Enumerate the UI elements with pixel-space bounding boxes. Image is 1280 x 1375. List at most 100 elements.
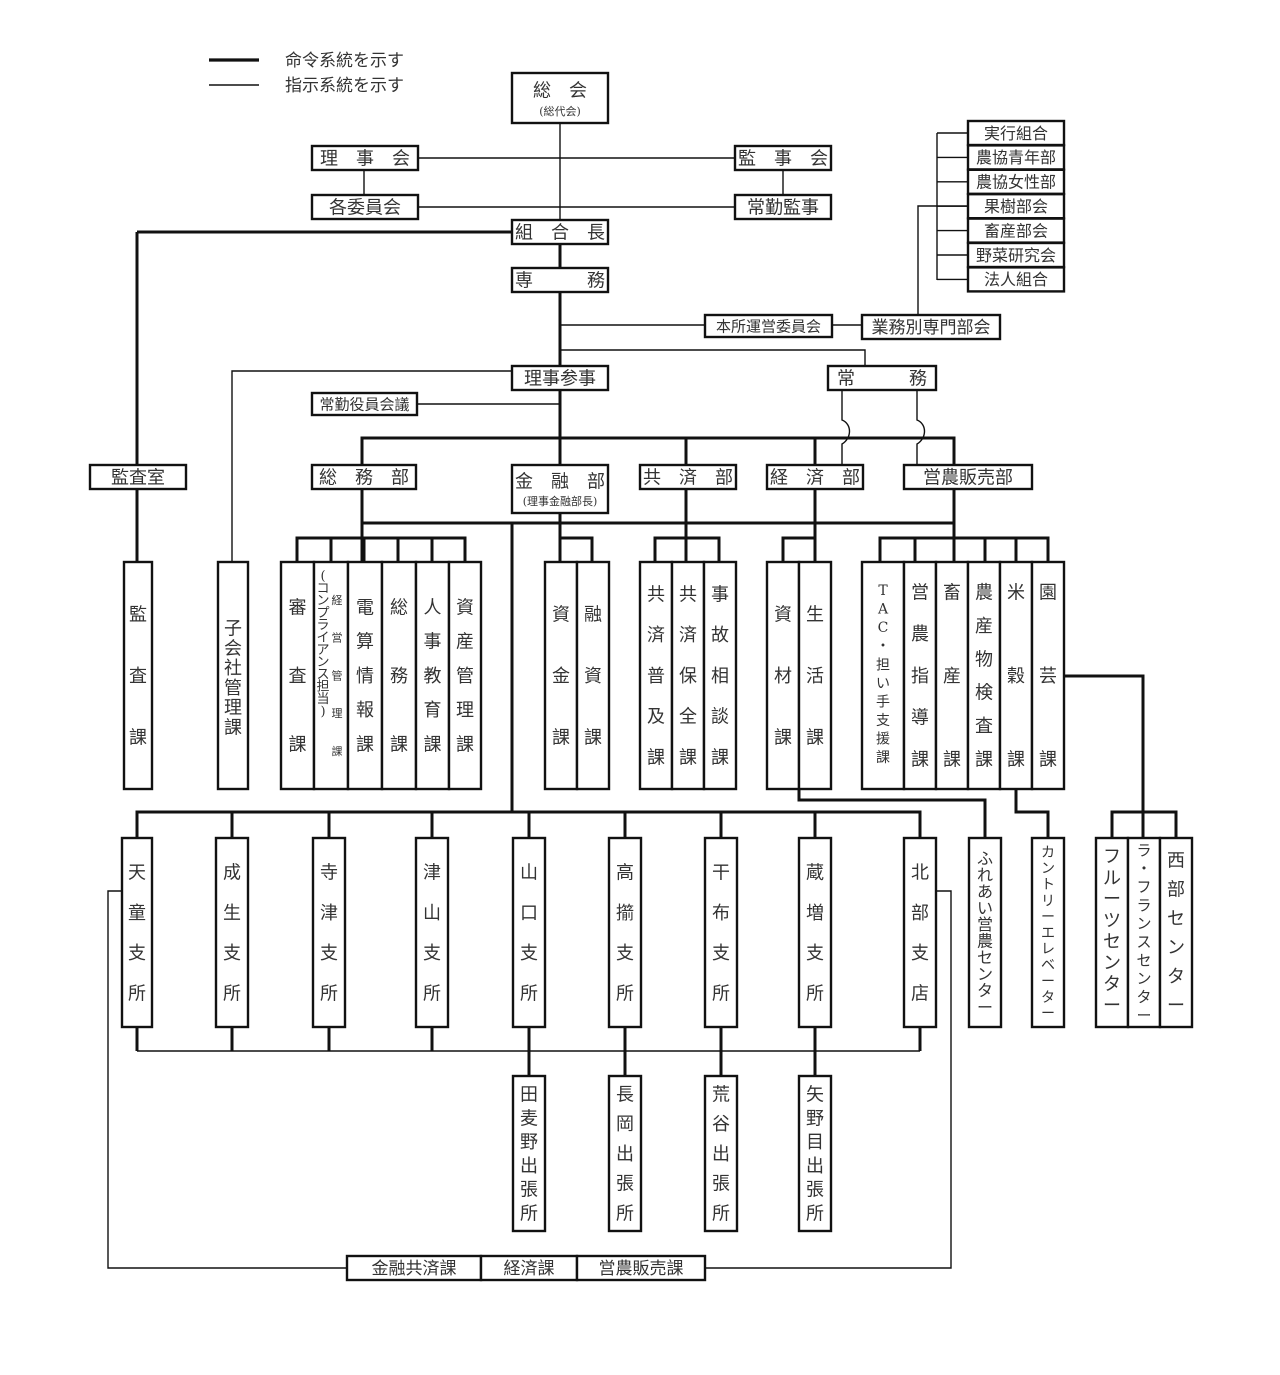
managing-farming-line: [916, 390, 926, 465]
branch-office: 成生支所: [214, 836, 250, 1029]
branch-section-box-label: 経済課: [504, 1259, 555, 1279]
branch-office-frame: [902, 836, 938, 1029]
section-general-affairs-frame: [414, 560, 451, 791]
branch-office: 蔵増支所: [797, 836, 833, 1029]
facility-fureai-label: ふれあい営農センター: [977, 849, 993, 1017]
sub-office: 荒谷出張所: [703, 1074, 739, 1233]
director-counselor-box: 理事参事: [510, 364, 610, 392]
branch-office-frame: [214, 836, 250, 1029]
committee-member-box: 法人組合: [966, 266, 1066, 293]
branch-office: 寺津支所: [311, 836, 347, 1029]
branch-office-label: 北部支店: [911, 862, 929, 1004]
ga-bracket: [295, 536, 467, 562]
subsidiary-link: [231, 370, 512, 562]
section-mutual-aid: 共済普及課: [638, 560, 674, 791]
branch-office-frame: [120, 836, 154, 1029]
sub-office: 矢野目出張所: [797, 1074, 833, 1233]
section-finance-label: 資金課: [552, 604, 570, 748]
section-farming-sales-label: 畜産課: [943, 582, 961, 770]
facility-fureai: ふれあい営農センター: [967, 836, 1003, 1029]
hq-operations-committee-box-label: 本所運営委員会: [716, 317, 821, 335]
general-meeting-box-sublabel: (総代会): [539, 104, 581, 118]
facility-fruit-center: フルーツセンター: [1094, 836, 1130, 1029]
section-subsidiary: 子会社管理課: [216, 560, 250, 791]
section-general-affairs: 経営管理課: [312, 560, 350, 791]
facility-fureai-frame: [967, 836, 1003, 1029]
committee-member-box: 農協青年部: [966, 144, 1066, 171]
business-committee-box-label: 業務別専門部会: [872, 318, 991, 338]
managing-director-box: 常 務: [826, 364, 938, 392]
sub-office-label: 田麦野出張所: [520, 1084, 538, 1224]
legend: 命令系統を示す 指示系統を示す: [209, 51, 404, 96]
committee-member-box: 野菜研究会: [966, 241, 1066, 269]
legend-instruction-text: 指示系統を示す: [285, 76, 404, 96]
branch-section-box: 金融共済課: [345, 1254, 483, 1282]
section-farming-sales-label: 農産物検査課: [975, 582, 993, 770]
section-general-affairs-frame: [279, 560, 316, 791]
section-farming-sales-frame: [1030, 560, 1066, 791]
section-farming-sales-label: 園芸課: [1039, 582, 1057, 770]
general-meeting-box-frame: [510, 71, 610, 125]
legend-command-text: 命令系統を示す: [285, 51, 404, 71]
dept-finance-label: 金 融 部: [515, 472, 605, 493]
facility-country-elevator-label: カントリーエレベーター: [1041, 845, 1055, 1022]
branch-section-box: 営農販売課: [575, 1254, 707, 1282]
audit-office-box: 監査室: [88, 463, 188, 491]
branch-section-left: [107, 890, 347, 1269]
branch-section-box: 経済課: [479, 1254, 579, 1282]
horticulture-link: [1064, 674, 1145, 812]
audit-office-box-label: 監査室: [111, 467, 165, 488]
section-farming-sales: 畜産課: [934, 560, 970, 791]
audit-office-box-frame: [88, 463, 188, 491]
section-finance-frame: [543, 560, 579, 791]
branch-office: 高擶支所: [607, 836, 643, 1029]
committee-member-box-label: 農協青年部: [976, 148, 1056, 167]
business-committee-box: 業務別専門部会: [860, 313, 1002, 341]
section-general-affairs: 資産管理課: [447, 560, 483, 791]
section-mutual-aid-label: 共済保全課: [679, 584, 697, 768]
section-economic: 資材課: [765, 560, 801, 791]
section-finance: 資金課: [543, 560, 579, 791]
dept-finance: 金 融 部(理事金融部長): [510, 463, 610, 515]
committee-member-box-label: 実行組合: [984, 124, 1048, 143]
board-of-directors-box-frame: [310, 144, 420, 172]
sub-office: 田麦野出張所: [511, 1074, 547, 1233]
sub-office-label: 矢野目出張所: [806, 1084, 824, 1224]
facility-fruit-center-frame: [1094, 836, 1130, 1029]
branch-office-label: 寺津支所: [320, 862, 338, 1004]
compliance-note: (コンプライアンス担当): [316, 569, 329, 719]
branch-section-right: [705, 890, 952, 1269]
section-mutual-aid-label: 共済普及課: [647, 584, 665, 768]
president-box: 組 合 長: [510, 218, 610, 246]
section-audit: 監査課: [122, 560, 154, 791]
facility-la-france-center-label: ラ・フランスセンター: [1136, 841, 1151, 1024]
committee-member-box-frame: [966, 192, 1066, 220]
committee-member-box: 実行組合: [966, 119, 1066, 147]
facility-country-elevator: カントリーエレベーター: [1030, 836, 1066, 1029]
sub-office-label: 長岡出張所: [616, 1084, 634, 1224]
connector-lines: [107, 122, 1178, 1269]
elevator-link: [1014, 789, 1050, 838]
fureai-link: [797, 789, 987, 838]
dept-economic-frame: [765, 463, 865, 491]
sub-office: 長岡出張所: [607, 1074, 643, 1233]
board-of-directors-box-label: 理 事 会: [320, 148, 410, 169]
branch-office-label: 高擶支所: [616, 862, 634, 1004]
section-mutual-aid: 事故相談課: [702, 560, 738, 791]
facility-country-elevator-frame: [1030, 836, 1066, 1029]
branch-office-frame: [607, 836, 643, 1029]
branch-office-frame: [703, 836, 739, 1029]
branch-office: 山口支所: [511, 836, 547, 1029]
section-general-affairs: 審査課: [279, 560, 316, 791]
full-time-auditor-box: 常勤監事: [733, 193, 833, 221]
auditors-box: 監 事 会: [733, 144, 833, 172]
fin-bracket: [560, 536, 594, 562]
farm-bracket: [878, 536, 1050, 562]
managing-director-box-label: 常 務: [837, 368, 927, 389]
branch-office-frame: [311, 836, 347, 1029]
section-subsidiary-label: 子会社管理課: [224, 618, 242, 738]
facility-west-center-label: 西部センター: [1167, 850, 1185, 1016]
